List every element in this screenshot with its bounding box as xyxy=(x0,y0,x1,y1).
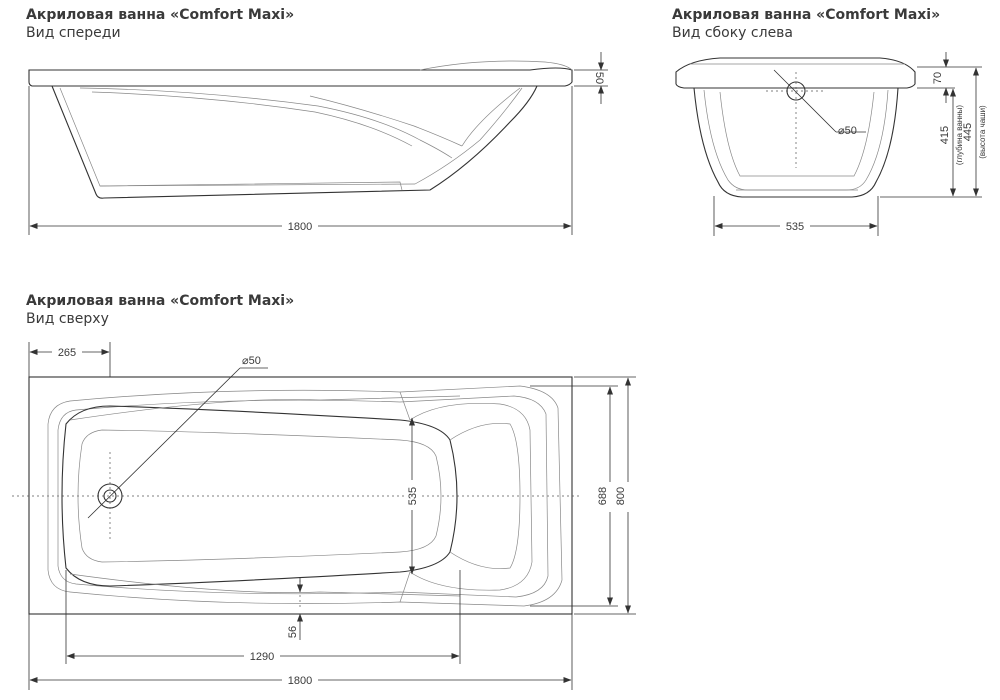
top-width-dimensions: 688 800 xyxy=(530,376,636,615)
front-view-title: Акриловая ванна «Comfort Maxi» xyxy=(26,7,295,23)
front-view-drawing xyxy=(28,60,573,199)
top-drain-label: ⌀50 xyxy=(242,355,261,367)
side-depth-note: (глубина ванны) xyxy=(955,105,964,166)
side-view-drawing: ⌀50 xyxy=(675,57,916,198)
top-width-inner-label: 688 xyxy=(597,487,609,505)
top-length-dimension: 1800 xyxy=(28,614,573,690)
front-rim-dimension: 50 xyxy=(574,52,608,104)
front-rim-label: 50 xyxy=(593,72,605,84)
side-view-title: Акриловая ванна «Comfort Maxi» xyxy=(672,7,941,23)
side-rim-label: 70 xyxy=(932,72,944,84)
front-length-dimension: 1800 xyxy=(28,86,573,235)
top-width-label: 800 xyxy=(615,487,627,505)
top-view-drawing xyxy=(12,376,580,615)
top-inner-width-label: 535 xyxy=(407,487,419,505)
top-view-subtitle: Вид сверху xyxy=(26,311,109,327)
side-drain-label: ⌀50 xyxy=(838,125,857,137)
side-height-dimensions: 70 415 (глубина ванны) 445 (высота чаши) xyxy=(880,52,987,198)
side-height-note: (высота чаши) xyxy=(978,105,987,159)
top-drain-offset-dimension: 265 xyxy=(28,342,111,377)
front-length-label: 1800 xyxy=(288,221,312,233)
top-view-title: Акриловая ванна «Comfort Maxi» xyxy=(26,293,295,309)
top-rim-offset-label: 56 xyxy=(287,626,299,638)
side-width-label: 535 xyxy=(786,221,804,233)
top-inner-length-label: 1290 xyxy=(250,651,274,663)
top-drain-offset-label: 265 xyxy=(58,347,76,359)
side-view-subtitle: Вид сбоку слева xyxy=(672,25,794,41)
top-rim-offset-dimension: 56 xyxy=(287,578,303,640)
top-inner-width-dimension: 535 xyxy=(404,417,420,575)
side-height-label: 445 xyxy=(962,123,974,141)
front-view-subtitle: Вид спереди xyxy=(26,25,121,41)
top-drain-dimension: ⌀50 xyxy=(87,355,268,519)
top-inner-length-dimension: 1290 xyxy=(65,570,461,664)
side-depth-label: 415 xyxy=(939,126,951,144)
top-length-label: 1800 xyxy=(288,675,312,687)
side-width-dimension: 535 xyxy=(713,196,879,236)
